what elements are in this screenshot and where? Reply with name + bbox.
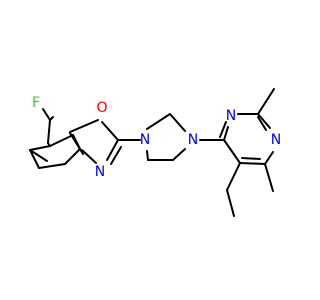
bond bbox=[257, 88, 275, 115]
bond bbox=[226, 189, 235, 217]
bond bbox=[64, 148, 81, 165]
bond bbox=[29, 149, 48, 162]
bond bbox=[169, 113, 186, 132]
bond bbox=[146, 113, 171, 130]
oxazole-nitrogen-label: N bbox=[95, 164, 105, 180]
piperazine-nitrogen-4-label: N bbox=[188, 132, 198, 148]
pyrimidine-nitrogen-1-label: N bbox=[271, 132, 281, 148]
bond bbox=[42, 108, 51, 121]
bond bbox=[257, 116, 267, 131]
bond bbox=[81, 149, 97, 164]
bond bbox=[264, 151, 274, 165]
bond bbox=[264, 163, 274, 192]
bond bbox=[101, 121, 119, 141]
pyrimidine-nitrogen-3-label: N bbox=[226, 108, 236, 124]
bond bbox=[219, 121, 227, 138]
atom-labels: F O N N N N N bbox=[32, 95, 281, 180]
structure-canvas: F O N N N N N bbox=[29, 88, 281, 217]
bond bbox=[69, 119, 99, 133]
bond bbox=[223, 126, 229, 141]
bond bbox=[226, 162, 241, 191]
fluorine-atom-label: F bbox=[32, 95, 40, 111]
molecule-drawing: F O N N N N N bbox=[29, 88, 281, 217]
bond bbox=[146, 150, 149, 161]
piperazine-nitrogen-1-label: N bbox=[140, 132, 150, 148]
bond bbox=[106, 139, 119, 161]
bond bbox=[47, 119, 51, 144]
bond bbox=[241, 157, 261, 160]
bond bbox=[257, 113, 271, 129]
oxygen-atom-label: O bbox=[96, 100, 107, 116]
bond bbox=[172, 148, 186, 161]
bond bbox=[38, 163, 66, 169]
bond bbox=[49, 134, 74, 147]
bond bbox=[239, 162, 266, 165]
bond bbox=[223, 139, 241, 164]
bond bbox=[29, 145, 51, 151]
bond bbox=[110, 146, 122, 165]
bond bbox=[29, 149, 40, 169]
bond-lines bbox=[29, 88, 275, 217]
